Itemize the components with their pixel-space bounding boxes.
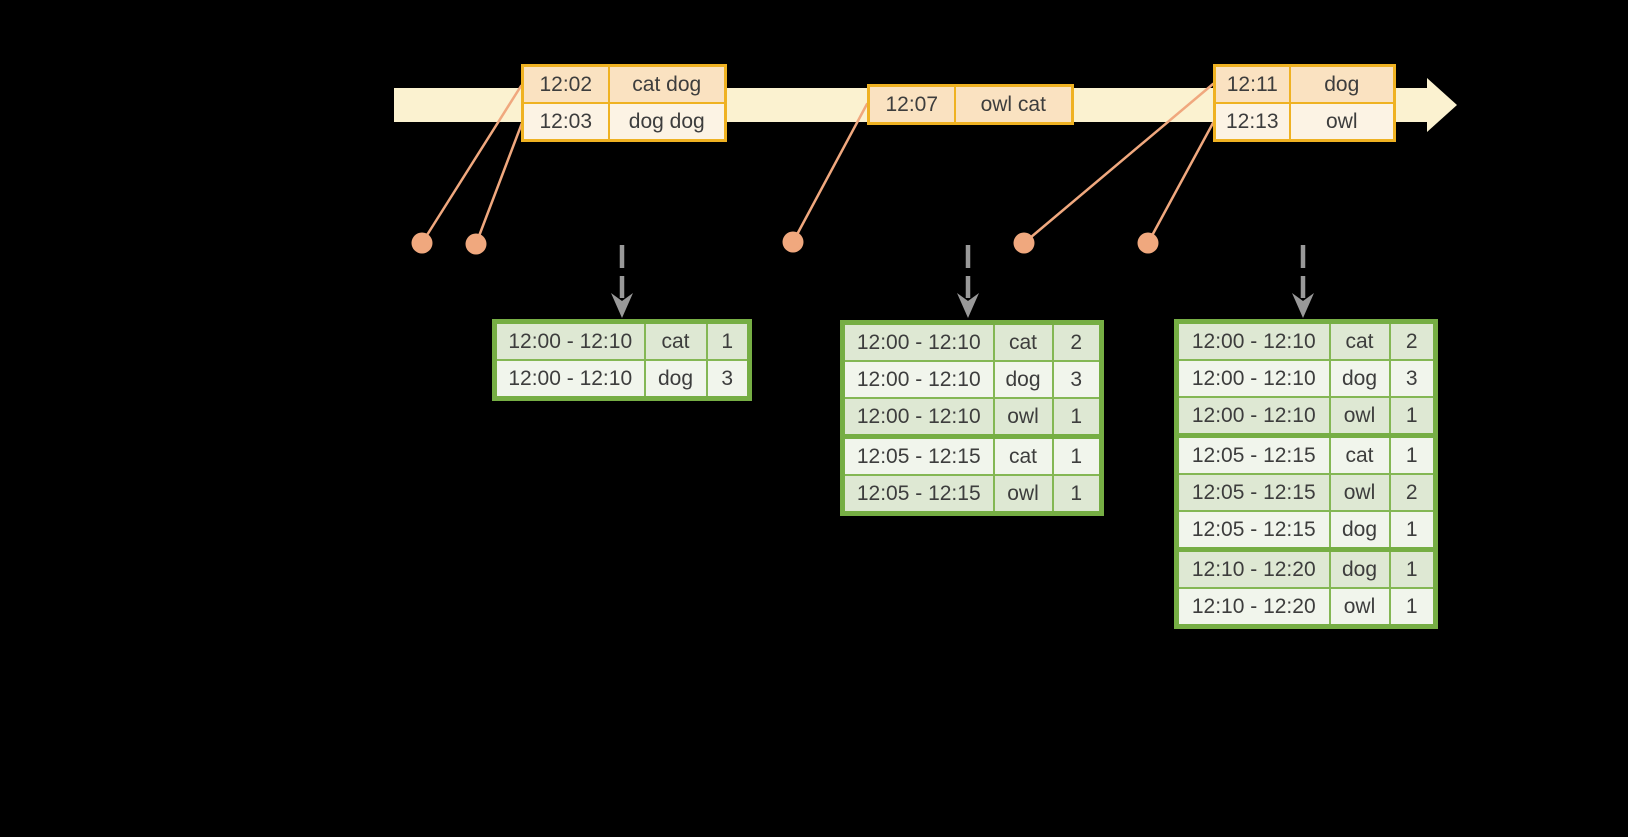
window-cell: 12:05 - 12:15: [1175, 473, 1331, 512]
count-cell: 3: [705, 359, 751, 400]
event-dot-icon-1: [411, 232, 433, 254]
count-cell: 2: [1388, 320, 1437, 361]
word-cell: dog: [1328, 510, 1391, 551]
word-cell: dog: [1328, 547, 1391, 589]
count-cell: 1: [1388, 587, 1437, 628]
window-cell: 12:10 - 12:20: [1175, 587, 1331, 628]
window-cell: 12:10 - 12:20: [1175, 547, 1331, 589]
count-cell: 1: [705, 320, 751, 361]
event-time-cell: 12:13: [1213, 102, 1291, 142]
window-cell: 12:00 - 12:10: [493, 320, 646, 361]
word-cell: cat: [992, 321, 1054, 362]
window-cell: 12:00 - 12:10: [1175, 396, 1331, 437]
event-connector-line-5: [1146, 121, 1215, 245]
window-cell: 12:00 - 12:10: [841, 321, 995, 362]
event-dot-icon-2: [465, 233, 487, 255]
event-words-cell: dog dog: [607, 102, 727, 142]
window-cell: 12:00 - 12:10: [493, 359, 646, 400]
window-cell: 12:05 - 12:15: [1175, 510, 1331, 551]
word-cell: cat: [1328, 320, 1391, 361]
count-cell: 1: [1051, 474, 1103, 515]
event-time-cell: 12:11: [1213, 64, 1291, 104]
event-dot-icon-4: [1013, 232, 1035, 254]
count-cell: 1: [1388, 510, 1437, 551]
event-time-cell: 12:07: [867, 84, 956, 125]
event-time-arrowhead-icon: [1427, 78, 1457, 132]
trigger-arrowhead-icon-2: [957, 293, 979, 318]
trigger-arrowhead-icon-3: [1292, 293, 1314, 318]
event-words-cell: dog: [1288, 64, 1396, 104]
word-cell: owl: [992, 397, 1054, 438]
count-cell: 3: [1388, 359, 1437, 398]
window-cell: 12:00 - 12:10: [841, 360, 995, 399]
word-cell: dog: [992, 360, 1054, 399]
window-cell: 12:00 - 12:10: [841, 397, 995, 438]
count-cell: 1: [1051, 397, 1103, 438]
event-words-cell: owl cat: [953, 84, 1074, 125]
event-connector-line-1: [420, 84, 523, 245]
event-time-cell: 12:02: [521, 64, 610, 104]
count-cell: 1: [1388, 396, 1437, 437]
event-dot-icon-3: [782, 231, 804, 253]
word-cell: dog: [1328, 359, 1391, 398]
word-cell: cat: [643, 320, 708, 361]
event-words-cell: owl: [1288, 102, 1396, 142]
event-words-cell: cat dog: [607, 64, 727, 104]
trigger-arrowhead-icon-1: [611, 293, 633, 318]
word-cell: owl: [1328, 473, 1391, 512]
window-cell: 12:00 - 12:10: [1175, 359, 1331, 398]
word-cell: cat: [1328, 433, 1391, 475]
event-connector-line-3: [791, 102, 869, 244]
count-cell: 1: [1388, 433, 1437, 475]
count-cell: 1: [1051, 434, 1103, 476]
event-connector-line-2: [474, 121, 524, 246]
count-cell: 2: [1388, 473, 1437, 512]
word-cell: cat: [992, 434, 1054, 476]
count-cell: 3: [1051, 360, 1103, 399]
word-cell: owl: [1328, 587, 1391, 628]
count-cell: 2: [1051, 321, 1103, 362]
event-connector-line-4: [1022, 82, 1215, 245]
word-cell: owl: [1328, 396, 1391, 437]
window-cell: 12:05 - 12:15: [841, 474, 995, 515]
window-cell: 12:00 - 12:10: [1175, 320, 1331, 361]
event-dot-icon-5: [1137, 232, 1159, 254]
window-cell: 12:05 - 12:15: [1175, 433, 1331, 475]
count-cell: 1: [1388, 547, 1437, 589]
window-cell: 12:05 - 12:15: [841, 434, 995, 476]
word-cell: owl: [992, 474, 1054, 515]
event-time-cell: 12:03: [521, 102, 610, 142]
word-cell: dog: [643, 359, 708, 400]
